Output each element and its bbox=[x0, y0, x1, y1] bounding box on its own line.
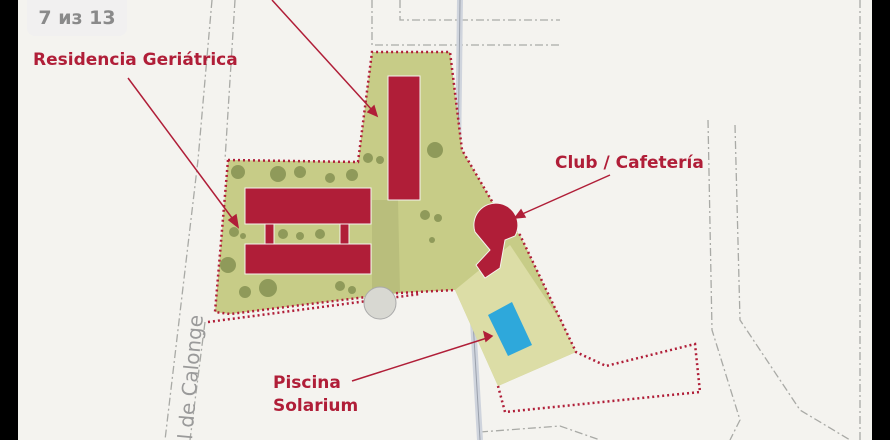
label-club: Club / Cafetería bbox=[555, 153, 704, 173]
building-residencia-bottom bbox=[244, 243, 372, 275]
street-outlines bbox=[164, 0, 861, 440]
buildings bbox=[244, 75, 519, 279]
image-counter: 7 из 13 bbox=[27, 0, 127, 36]
trees bbox=[220, 142, 443, 298]
label-piscina: Piscina bbox=[273, 373, 341, 393]
building-residencia-top bbox=[244, 187, 372, 225]
label-solarium: Solarium bbox=[273, 396, 358, 416]
building-club bbox=[473, 202, 519, 279]
right-band bbox=[872, 0, 890, 440]
site-boundary bbox=[207, 50, 702, 414]
roundabout bbox=[363, 286, 397, 320]
label-residencia: Residencia Geriátrica bbox=[33, 50, 238, 70]
label-arrows bbox=[127, 0, 611, 382]
site-corridor bbox=[372, 200, 400, 296]
pool bbox=[488, 302, 532, 356]
left-band bbox=[0, 0, 18, 440]
building-north bbox=[387, 75, 421, 201]
